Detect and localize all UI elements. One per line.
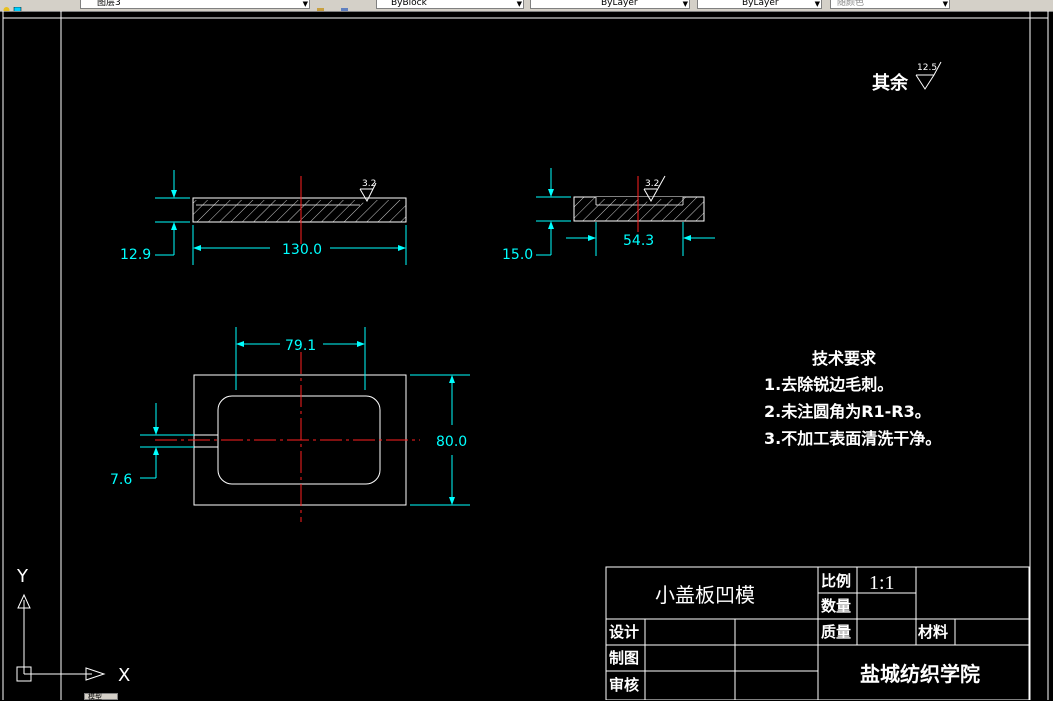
scale-value: 1:1 — [869, 572, 895, 594]
dim-length-2: 54.3 — [623, 233, 654, 249]
title-block-text: 小盖板凹模 比例 1:1 数量 设计 质量 材料 制图 审核 盐城纺织学院 — [609, 572, 980, 694]
dim-cavity-width: 79.1 — [285, 338, 316, 354]
tech-req-item: 2.未注圆角为R1-R3。 — [764, 402, 931, 421]
general-roughness: 其余 12.5 — [872, 61, 942, 94]
plan-view-dimensions — [140, 327, 470, 506]
roughness-label: 其余 — [872, 72, 909, 94]
plan-view — [155, 352, 420, 522]
quantity-label: 数量 — [821, 597, 851, 615]
linetype-dropdown-value: ByLayer — [601, 0, 638, 8]
lineweight-dropdown-value: ByLayer — [742, 0, 779, 8]
linetype-dropdown[interactable]: ByLayer ▼ — [530, 0, 690, 9]
layer-state-icon[interactable] — [2, 0, 11, 11]
drawing-canvas[interactable]: 其余 12.5 3.2 12.9 130.0 3 — [0, 11, 1053, 700]
plotstyle-dropdown[interactable]: 随颜色 ▼ — [830, 0, 950, 9]
mass-label: 质量 — [821, 623, 851, 641]
chevron-down-icon: ▼ — [682, 0, 688, 8]
chevron-down-icon: ▼ — [302, 0, 308, 8]
section-1-dimensions — [155, 170, 407, 265]
section-view-1: 3.2 — [192, 176, 407, 244]
dim-thickness-2: 15.0 — [502, 247, 533, 263]
color-dropdown-value: ByBlock — [391, 0, 427, 8]
part-name: 小盖板凹模 — [655, 583, 755, 607]
tab-model[interactable]: 模型 — [84, 693, 118, 701]
dim-thickness-1: 12.9 — [120, 247, 151, 263]
roughness-top-value: 3.2 — [362, 179, 376, 189]
draw-label: 制图 — [609, 649, 639, 667]
roughness-value: 12.5 — [917, 63, 937, 73]
roughness-top-value-2: 3.2 — [645, 179, 659, 189]
technical-requirements: 技术要求 1.去除锐边毛刺。 2.未注圆角为R1-R3。 3.不加工表面清洗干净… — [764, 349, 941, 448]
dim-height: 80.0 — [436, 434, 467, 450]
tech-req-item: 1.去除锐边毛刺。 — [764, 375, 893, 394]
ucs-y-label: Y — [16, 566, 29, 587]
chevron-down-icon: ▼ — [516, 0, 522, 8]
material-label: 材料 — [918, 623, 948, 641]
lineweight-dropdown[interactable]: ByLayer ▼ — [697, 0, 822, 9]
plotstyle-dropdown-value: 随颜色 — [837, 0, 865, 8]
scale-label: 比例 — [821, 572, 851, 590]
check-label: 审核 — [609, 676, 639, 694]
layer-dropdown[interactable]: 图层3 ▼ — [80, 0, 310, 9]
color-dropdown[interactable]: ByBlock ▼ — [376, 0, 524, 9]
properties-toolbar: 图层3 ▼ ByBlock ▼ ByLayer ▼ ByLayer ▼ 随颜色 … — [0, 0, 1053, 12]
dim-length-1: 130.0 — [282, 242, 322, 258]
ucs-x-label: X — [118, 665, 130, 686]
school-name: 盐城纺织学院 — [860, 662, 980, 686]
chevron-down-icon: ▼ — [942, 0, 948, 8]
layer-previous-icon[interactable] — [340, 0, 349, 11]
tech-req-item: 3.不加工表面清洗干净。 — [764, 429, 941, 448]
tech-req-title: 技术要求 — [812, 349, 877, 368]
dim-slot: 7.6 — [110, 472, 132, 488]
chevron-down-icon: ▼ — [814, 0, 820, 8]
section-view-2: 3.2 — [573, 175, 705, 232]
make-current-layer-icon[interactable] — [316, 0, 325, 11]
tab-model-label: 模型 — [88, 693, 102, 701]
layer-dropdown-value: 图层3 — [97, 0, 121, 8]
design-label: 设计 — [609, 623, 639, 641]
ucs-icon — [16, 593, 106, 682]
drawing-frame — [2, 11, 1049, 700]
title-block — [605, 566, 1030, 700]
section-2-dimensions — [536, 168, 715, 256]
layer-color-icon[interactable] — [13, 0, 22, 11]
